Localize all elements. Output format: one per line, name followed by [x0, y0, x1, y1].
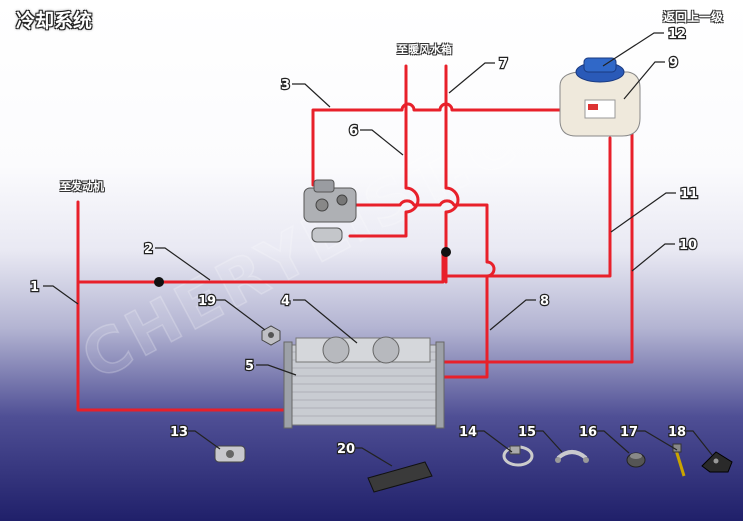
part-number-12[interactable]: 12	[667, 26, 687, 43]
hose-lines	[76, 64, 634, 412]
part-number-4[interactable]: 4	[280, 293, 291, 310]
hose-8	[353, 199, 496, 379]
part-number-18[interactable]: 18	[667, 424, 687, 441]
part-number-16[interactable]: 16	[578, 424, 598, 441]
part-number-5[interactable]: 5	[244, 358, 255, 375]
bracket-18-icon	[701, 451, 733, 473]
part-number-19[interactable]: 19	[197, 293, 217, 310]
junction-dot	[441, 247, 451, 257]
rubber-mount-16-icon	[626, 452, 646, 468]
part-number-6[interactable]: 6	[348, 123, 359, 140]
hex-nut-19-icon	[261, 325, 281, 346]
foam-tube-20-icon	[367, 461, 433, 493]
part-number-9[interactable]: 9	[668, 55, 679, 72]
part-number-10[interactable]: 10	[678, 237, 698, 254]
hose-7	[444, 64, 460, 284]
leader-lines	[43, 32, 713, 467]
part-number-11[interactable]: 11	[679, 186, 699, 203]
part-number-7[interactable]: 7	[498, 56, 509, 73]
back-link[interactable]: 返回上一级	[663, 10, 724, 24]
label-to-heater: 至暖风水箱	[397, 43, 452, 56]
junction-dot	[154, 277, 164, 287]
hose-2	[76, 250, 445, 284]
hose-3	[311, 102, 570, 187]
hose-10	[434, 98, 634, 364]
thermostat-housing-icon	[303, 179, 357, 243]
part-numbers: 1 2 3 4 5 6 7 8 9 10 11 12 13 14 15 16 1…	[29, 26, 699, 458]
hose-clamp-15-icon	[555, 450, 589, 463]
part-number-15[interactable]: 15	[517, 424, 537, 441]
part-number-2[interactable]: 2	[143, 241, 154, 258]
hose-1	[76, 200, 290, 412]
clamp-13-icon	[214, 445, 246, 463]
part-number-8[interactable]: 8	[539, 293, 550, 310]
part-number-3[interactable]: 3	[280, 77, 291, 94]
hose-6	[348, 64, 420, 238]
expansion-tank-icon	[559, 57, 641, 137]
page-title: 冷却系统	[16, 10, 93, 32]
part-number-20[interactable]: 20	[336, 441, 356, 458]
part-number-13[interactable]: 13	[169, 424, 189, 441]
part-number-14[interactable]: 14	[458, 424, 478, 441]
part-number-17[interactable]: 17	[619, 424, 639, 441]
hose-11	[441, 136, 612, 278]
part-number-1[interactable]: 1	[29, 279, 40, 296]
label-to-engine: 至发动机	[60, 180, 104, 193]
fan-icon	[295, 336, 431, 364]
